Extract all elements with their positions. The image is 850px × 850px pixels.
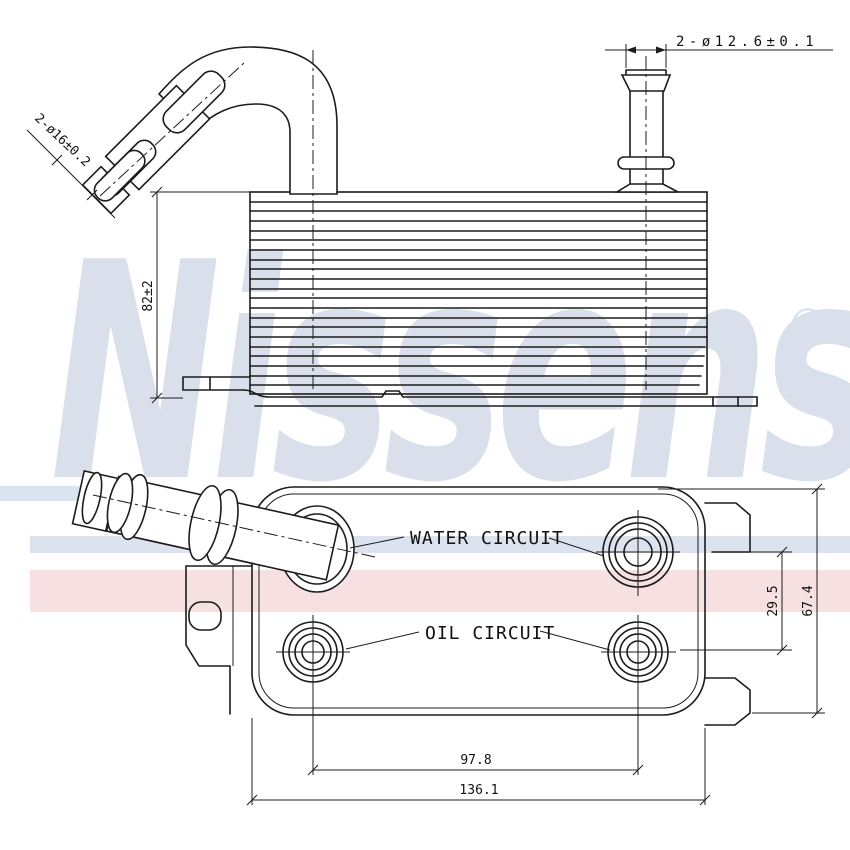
oil-leader-right	[539, 630, 611, 651]
top-view-base-plate	[182, 376, 758, 407]
watermark-brand: Nissens	[50, 199, 850, 548]
dim-right-pipe-diameter: 2-ø12.6±0.1	[676, 34, 818, 50]
top-view-centerlines	[99, 50, 647, 390]
water-leader-right	[548, 537, 605, 557]
dimension-port-vertical: 29.5	[680, 546, 792, 656]
bottom-view-ports	[276, 510, 680, 690]
top-view-right-pipe	[614, 69, 679, 193]
dim-port-horizontal-spacing: 97.8	[460, 753, 491, 768]
dimension-body-height: 67.4	[658, 483, 825, 719]
water-circuit-label: WATER CIRCUIT	[410, 528, 564, 549]
dim-port-vertical-spacing: 29.5	[766, 585, 781, 616]
dimension-stack-height: 82±2	[141, 186, 250, 404]
bottom-view-pipe	[71, 470, 376, 593]
dimension-port-horizontal: 97.8	[307, 690, 644, 776]
water-leader-left	[349, 536, 405, 549]
watermark-pink-band	[30, 570, 850, 612]
dim-left-pipe-diameter: 2-ø16±0.2	[31, 111, 93, 170]
circuit-labels: WATER CIRCUIT OIL CIRCUIT	[345, 528, 611, 651]
dim-body-width: 136.1	[459, 783, 498, 798]
dim-body-height: 67.4	[801, 585, 816, 616]
oil-leader-left	[345, 631, 420, 650]
dim-stack-height: 82±2	[141, 280, 156, 311]
bottom-view-body	[185, 486, 751, 726]
top-view-plate-stack	[249, 191, 708, 395]
dimension-body-width: 136.1	[246, 718, 711, 806]
top-view-left-pipe	[81, 46, 338, 215]
registered-trademark-icon: ®	[786, 300, 830, 351]
dimension-right-pipe: 2-ø12.6±0.1	[605, 34, 833, 68]
oil-circuit-label: OIL CIRCUIT	[425, 623, 555, 644]
